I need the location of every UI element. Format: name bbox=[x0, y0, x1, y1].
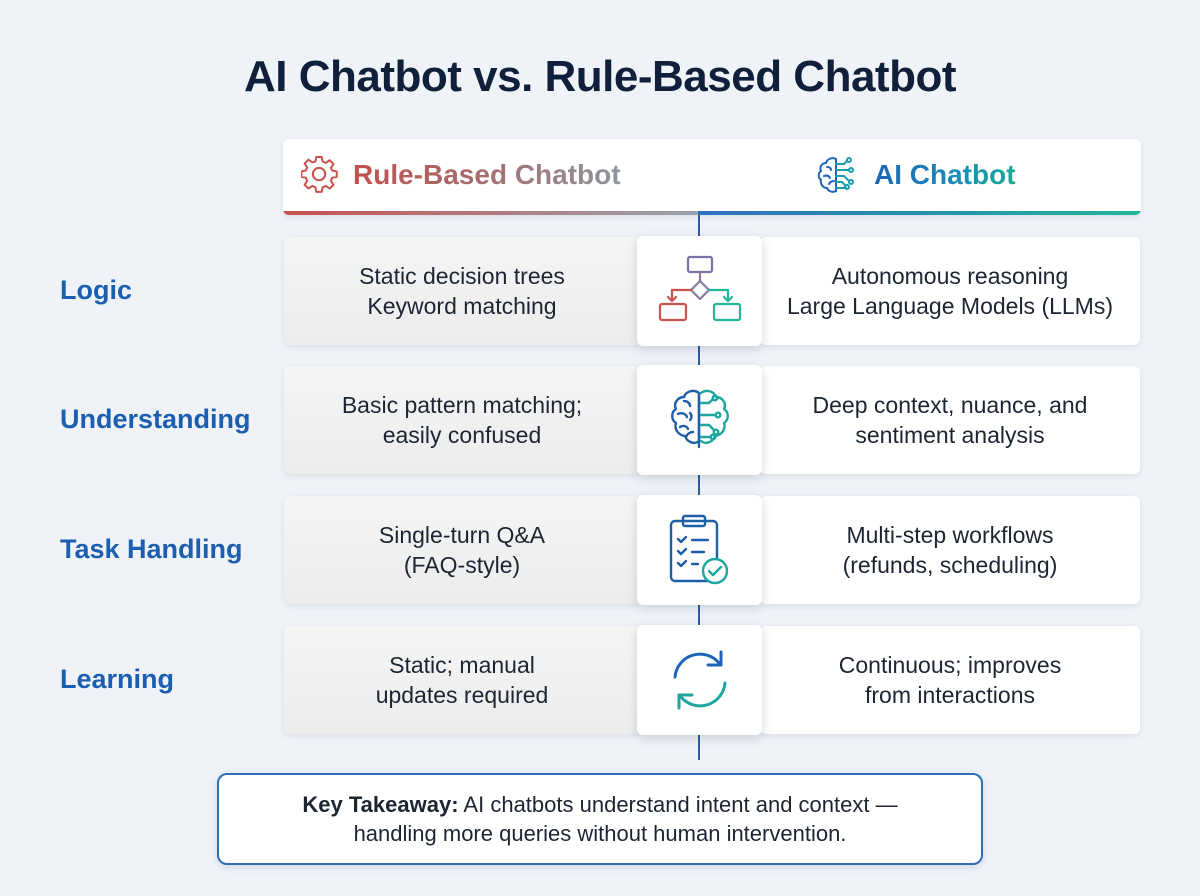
cell-line: Static decision trees bbox=[359, 263, 565, 289]
takeaway-line-1: Key Takeaway: AI chatbots understand int… bbox=[302, 790, 897, 819]
cell-line: Large Language Models (LLMs) bbox=[786, 293, 1114, 319]
cell-line: easily confused bbox=[382, 422, 542, 448]
ai-header-label: AI Chatbot bbox=[874, 159, 1016, 190]
row-label-understanding: Understanding bbox=[60, 404, 251, 434]
rule-based-cell-task-handling: Single-turn Q&A (FAQ-style) bbox=[284, 496, 640, 604]
page-title: AI Chatbot vs. Rule-Based Chatbot bbox=[244, 52, 957, 101]
brain-icon bbox=[670, 389, 729, 449]
ai-cell-understanding: Deep context, nuance, and sentiment anal… bbox=[760, 366, 1140, 474]
cell-line: Continuous; improves bbox=[838, 652, 1062, 678]
flowchart-icon-box bbox=[637, 236, 762, 346]
cell-line: Static; manual bbox=[389, 652, 535, 678]
ai-header: AI Chatbot bbox=[816, 139, 1016, 211]
clipboard-checklist-icon bbox=[669, 514, 728, 585]
cell-line: updates required bbox=[375, 682, 549, 708]
row-label-learning: Learning bbox=[60, 664, 175, 694]
gear-icon bbox=[301, 156, 338, 193]
cell-line: (refunds, scheduling) bbox=[842, 552, 1058, 578]
ai-cell-task-handling: Multi-step workflows (refunds, schedulin… bbox=[760, 496, 1140, 604]
column-header-card: Rule-Based Chatbot AI Chatbot bbox=[283, 139, 1141, 215]
rule-based-cell-understanding: Basic pattern matching; easily confused bbox=[284, 366, 640, 474]
cell-line: Basic pattern matching; bbox=[341, 392, 583, 418]
clipboard-icon-box bbox=[637, 495, 762, 605]
cell-line: Deep context, nuance, and bbox=[812, 392, 1088, 418]
refresh-cycle-icon bbox=[673, 650, 726, 710]
row-label-task-handling: Task Handling bbox=[60, 534, 243, 564]
takeaway-text-1: AI chatbots understand intent and contex… bbox=[458, 792, 898, 817]
cell-line: from interactions bbox=[864, 682, 1035, 708]
cell-line: Single-turn Q&A bbox=[378, 522, 546, 548]
circuit-brain-icon bbox=[817, 157, 854, 193]
cell-line: (FAQ-style) bbox=[403, 552, 521, 578]
key-takeaway-box: Key Takeaway: AI chatbots understand int… bbox=[217, 773, 983, 865]
rule-based-underline bbox=[283, 211, 698, 215]
flowchart-icon bbox=[658, 255, 741, 322]
row-label-logic: Logic bbox=[60, 275, 132, 305]
rule-based-cell-learning: Static; manual updates required bbox=[284, 626, 640, 734]
rule-based-header: Rule-Based Chatbot bbox=[301, 139, 621, 211]
cell-line: Autonomous reasoning bbox=[831, 263, 1069, 289]
rule-based-header-label: Rule-Based Chatbot bbox=[353, 159, 621, 190]
brain-icon-box bbox=[637, 365, 762, 475]
ai-cell-learning: Continuous; improves from interactions bbox=[760, 626, 1140, 734]
cell-line: Keyword matching bbox=[367, 293, 557, 319]
takeaway-line-2: handling more queries without human inte… bbox=[353, 821, 847, 846]
ai-underline bbox=[698, 211, 1141, 215]
cell-line: sentiment analysis bbox=[855, 422, 1045, 448]
takeaway-prefix: Key Takeaway: bbox=[302, 792, 459, 817]
refresh-icon-box bbox=[637, 625, 762, 735]
cell-line: Multi-step workflows bbox=[846, 522, 1054, 548]
rule-based-cell-logic: Static decision trees Keyword matching bbox=[284, 237, 640, 345]
ai-cell-logic: Autonomous reasoning Large Language Mode… bbox=[760, 237, 1140, 345]
